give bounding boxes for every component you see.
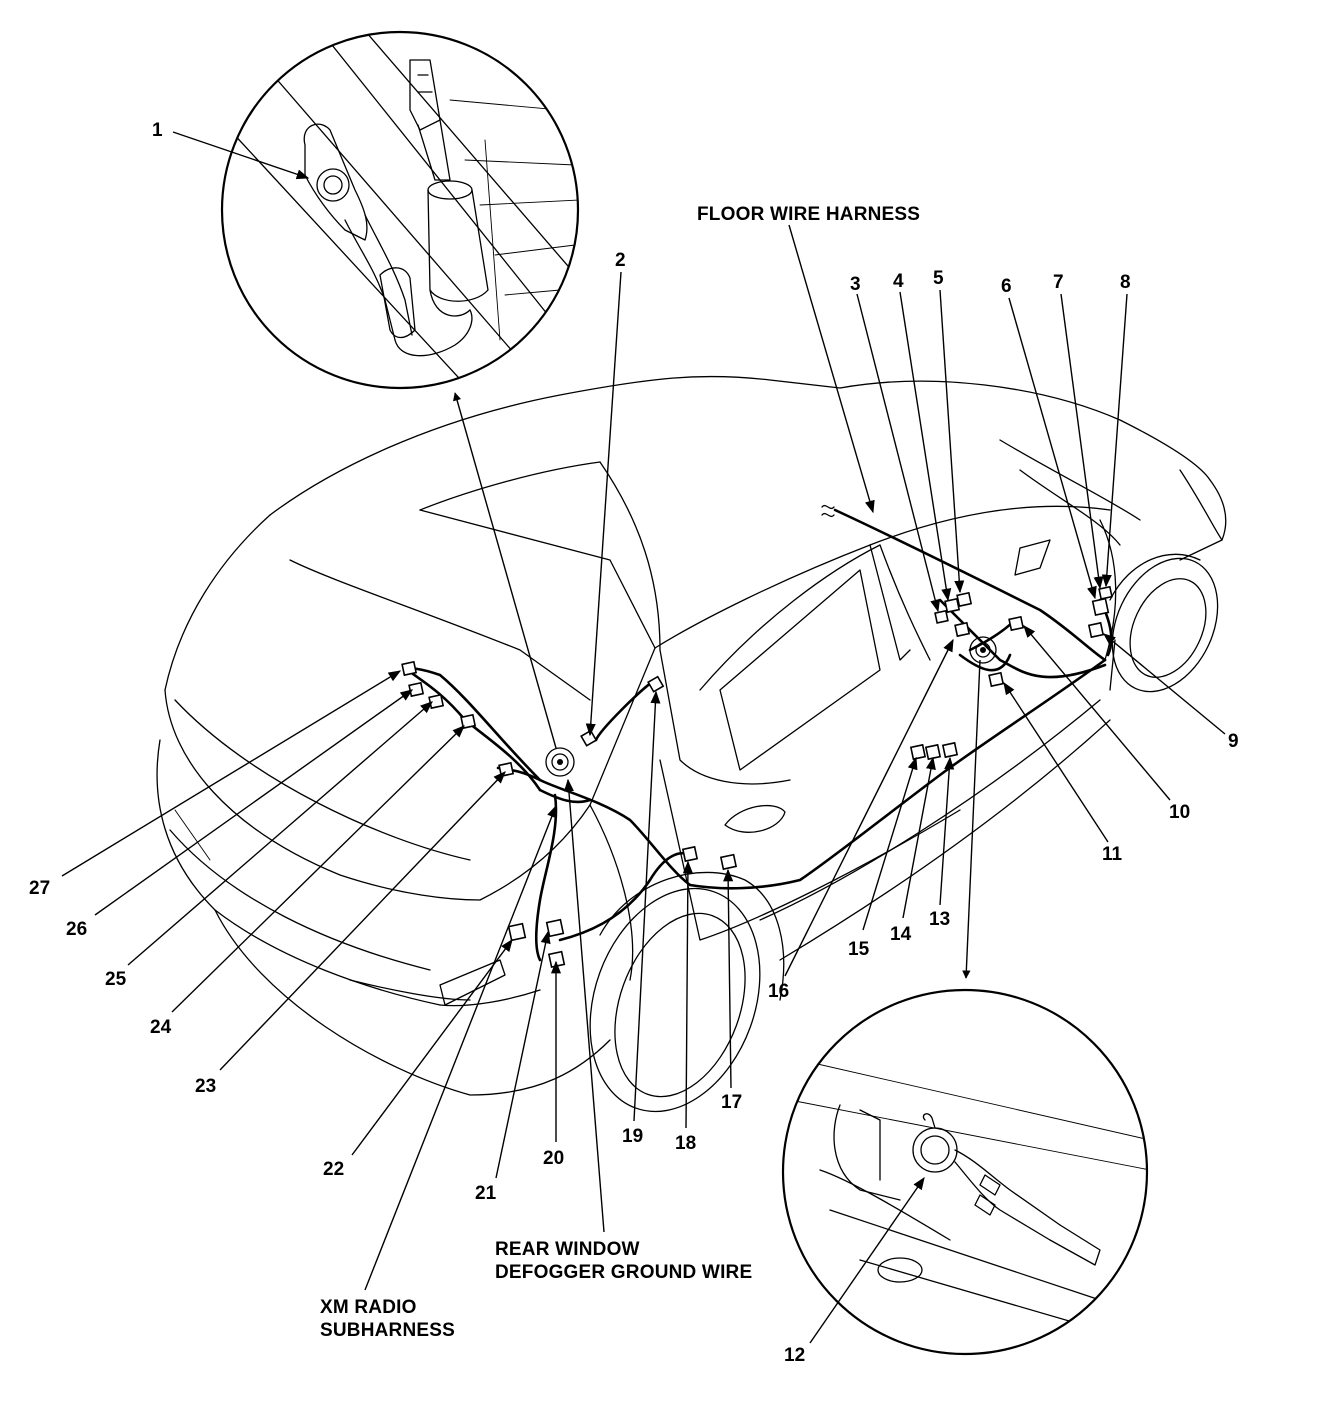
callout-10: 10 (1169, 802, 1190, 823)
callout-4: 4 (893, 271, 904, 292)
callout-26: 26 (66, 919, 87, 940)
detail-view-ground-bolt (781, 988, 1149, 1356)
callout-13: 13 (929, 909, 950, 930)
callout-23: 23 (195, 1076, 216, 1097)
callout-15: 15 (848, 939, 870, 960)
car-body-outline (156, 375, 1227, 1113)
callout-21: 21 (475, 1183, 497, 1204)
callout-14: 14 (890, 924, 912, 945)
ground-bolt-floor (969, 636, 997, 664)
ground-bolt-trunk (545, 747, 575, 777)
callout-2: 2 (615, 250, 626, 271)
harness-break-symbol (821, 504, 835, 518)
caption-labels: FLOOR WIRE HARNESS REAR WINDOW DEFOGGER … (320, 204, 920, 1341)
callout-11: 11 (1102, 844, 1123, 865)
leader-lines (61, 131, 1226, 1344)
detail-link-arrow-bottom (962, 659, 981, 979)
floor-wire-harness (403, 508, 1113, 962)
callout-12: 12 (784, 1345, 805, 1366)
connector-group (401, 585, 1113, 969)
floor-wire-harness-label: FLOOR WIRE HARNESS (697, 204, 920, 225)
callout-numbers: 1 2 3 4 5 6 7 8 9 10 11 12 13 14 15 16 1… (29, 120, 1239, 1366)
callout-3: 3 (850, 274, 861, 295)
callout-19: 19 (622, 1126, 643, 1147)
xm-radio-label-line2: SUBHARNESS (320, 1320, 455, 1341)
callout-18: 18 (675, 1133, 696, 1154)
callout-7: 7 (1053, 272, 1064, 293)
callout-17: 17 (721, 1092, 742, 1113)
xm-radio-label-line1: XM RADIO (320, 1297, 417, 1318)
callout-1: 1 (152, 120, 163, 141)
callout-9: 9 (1228, 731, 1239, 752)
callout-25: 25 (105, 969, 127, 990)
detail-link-arrow-top (453, 392, 557, 749)
callout-5: 5 (933, 268, 944, 289)
rear-window-defogger-label-line2: DEFOGGER GROUND WIRE (495, 1262, 752, 1283)
callout-24: 24 (150, 1017, 172, 1038)
callout-8: 8 (1120, 272, 1131, 293)
detail-view-ground-terminal (220, 30, 580, 390)
callout-22: 22 (323, 1159, 344, 1180)
callout-27: 27 (29, 878, 50, 899)
callout-20: 20 (543, 1148, 564, 1169)
callout-6: 6 (1001, 276, 1012, 297)
callout-16: 16 (768, 981, 789, 1002)
rear-window-defogger-label-line1: REAR WINDOW (495, 1239, 640, 1260)
